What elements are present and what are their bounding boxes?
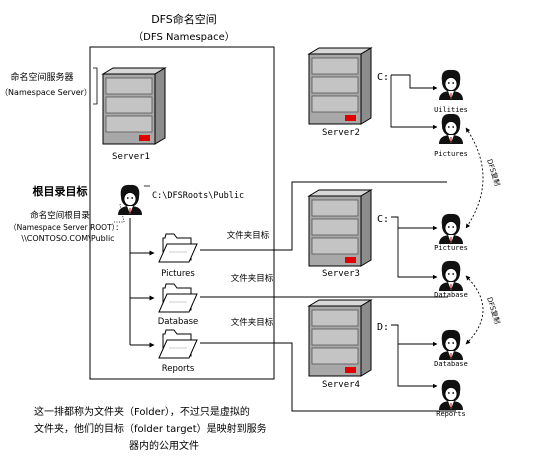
replication-arc-database [465,275,484,345]
footnote-line-1: 这一排都称为文件夹（Folder），不过只是虚拟的 [34,405,250,418]
root-share-icon [117,184,143,216]
server4-drive: D: [377,322,389,333]
server4-name: Server4 [322,380,360,390]
server3-share-database: Database [434,291,468,299]
folder-target-label-2: 文件夹目标 [231,273,274,284]
server2-icon [308,47,372,125]
folder-reports-name: Reports [162,364,195,374]
namespace-subtitle: （DFS Namespace） [133,31,235,43]
folder-database-icon [158,283,198,313]
server3-drive: C: [377,214,389,225]
replication-arc-pictures [465,127,484,229]
server3-share-database-icon [438,260,464,292]
server3-share-pictures-icon [438,213,464,245]
replication-label-2: DFS复制 [485,296,502,325]
server4-icon [308,299,372,377]
server1-icon [102,67,166,145]
footnote-line-2: 文件夹，他们的目标（folder target）是映射到服务 [34,422,267,435]
folder-target-label-3: 文件夹目标 [231,317,274,328]
folder-target-label-1: 文件夹目标 [227,230,270,241]
namespace-server-label: 命名空间服务器 [10,71,73,83]
server4-share-reports: Reports [436,410,466,418]
server4-share-database-icon [438,329,464,361]
server1-name: Server1 [112,152,150,162]
server2-share-pictures: Pictures [434,150,468,158]
reports-target-line [200,342,456,412]
folder-pictures-name: Pictures [161,269,195,279]
footnote-line-3: 器内的公用文件 [129,439,199,452]
root-path: \\CONTOSO.COM\Public [21,234,114,243]
namespace-server-label-en: （Namespace Server） [0,88,92,97]
root-local-path: C:\DFSRoots\Public [152,191,244,201]
folder-reports-icon [158,329,198,359]
namespace-title: DFS命名空间 [151,12,217,26]
folder-database-name: Database [158,317,199,327]
server2-share-uilities: Uilities [434,106,468,114]
folder-pictures-icon [158,233,198,263]
server2-share-uilities-icon [438,69,464,101]
server3-share-pictures: Pictures [434,244,468,252]
server4-share-database: Database [434,360,468,368]
root-label: 命名空间根目录 [30,210,90,221]
server4-share-reports-icon [438,379,464,411]
replication-label-1: DFS复制 [485,158,502,187]
server2-drive: C: [377,72,389,83]
server-bracket [93,67,98,105]
namespace-box [89,46,275,380]
server2-name: Server2 [322,128,360,138]
server3-icon [308,189,372,267]
server2-share-pictures-icon [438,113,464,145]
server3-name: Server3 [322,269,360,279]
root-target-heading: 根目录目标 [33,184,88,198]
root-label-en: （Namespace Server ROOT）： [9,223,123,232]
pictures-target-line [200,181,447,251]
